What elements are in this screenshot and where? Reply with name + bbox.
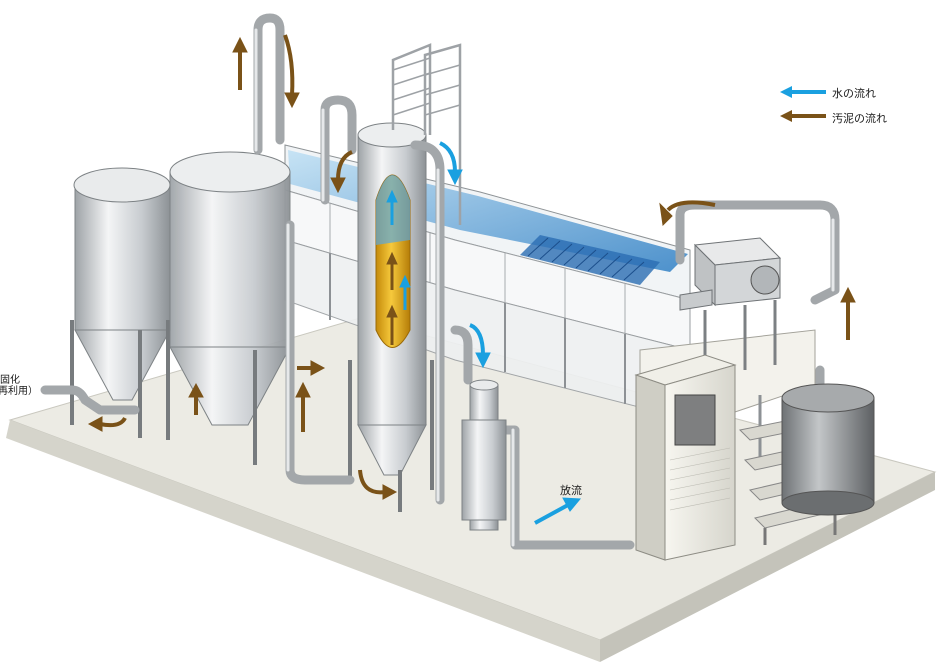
sludge-flow-arrows [87,34,856,500]
sludge-arrow-down-2 [330,150,353,194]
water-flow-arrows [386,141,582,525]
control-cabinet [634,354,737,561]
column-internal-arrows [386,251,398,345]
sludge-arrow-curve-bottom [358,469,398,500]
sludge-arrow-up-2 [295,381,311,432]
storage-tank [781,383,875,516]
column-water-arrows [386,189,411,310]
sludge-arrow-down-1 [283,34,300,109]
outlet-label-line1: 固化 [0,375,20,386]
ladders [391,43,462,225]
separator-unit [461,379,507,531]
legend-sludge-label: 汚泥の流れ [832,112,887,125]
outlet-label-line2: 再利用） [0,386,38,397]
silo-left [70,167,171,438]
sludge-arrow-up-3 [188,382,204,415]
legend-water-label: 水の流れ [832,87,876,100]
water-arrow-down-2 [469,323,491,369]
legend [780,86,826,122]
discharge-label: 放流 [560,484,582,497]
sludge-arrow-curve-right [659,200,716,227]
silo-middle [166,151,292,465]
outlet-label: 固化 再利用） [0,375,38,397]
sludge-arrow-right [297,360,326,376]
water-arrow-discharge [534,497,582,525]
sludge-arrow-curve-left [87,416,127,432]
water-arrow-down-1 [439,141,463,186]
sludge-arrow-up-1 [232,36,248,90]
piping [40,13,840,550]
piping-highlight [254,28,835,547]
blower-unit [679,237,782,370]
legend-water-arrow [780,86,826,98]
legend-sludge-arrow [780,110,826,122]
sludge-arrow-up-4 [840,286,856,340]
